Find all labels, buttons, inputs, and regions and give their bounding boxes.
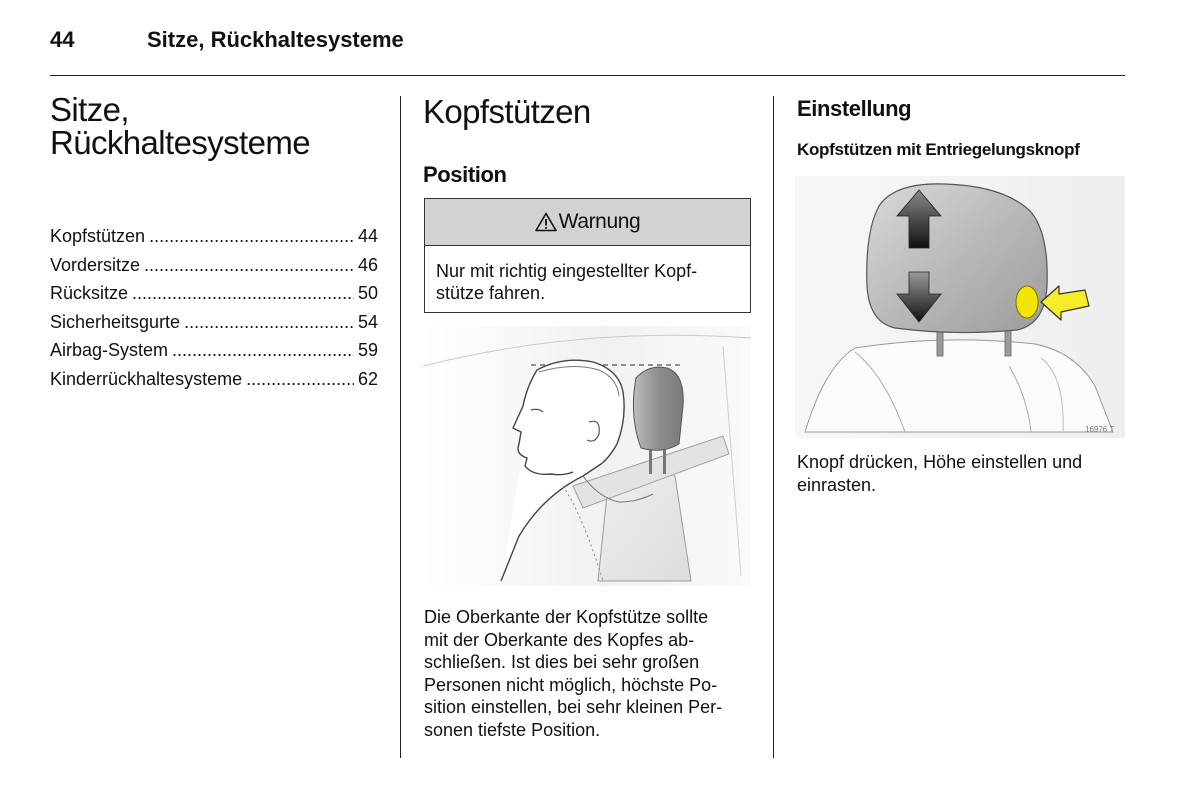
- toc-leader-dots: [184, 308, 354, 337]
- warning-text-line: Nur mit richtig eingestellter Kopf-: [436, 261, 698, 281]
- toc-entry-page: 59: [357, 340, 378, 360]
- chapter-title-line1: Sitze,: [50, 91, 130, 128]
- toc-entry-page: 46: [357, 254, 378, 275]
- body-text-line: Die Oberkante der Kopfstütze sollte: [424, 607, 709, 627]
- body-text-line: einrasten.: [797, 474, 877, 495]
- toc-entry-page: 44: [357, 226, 378, 246]
- warning-label: Warnung: [558, 210, 641, 233]
- body-text-line: schließen. Ist dies bei sehr großen: [424, 652, 700, 672]
- body-text-line: Personen nicht möglich, höchste Po-: [424, 674, 718, 695]
- toc-leader-dots: [132, 279, 354, 308]
- section-title: Kopfstützen: [423, 93, 591, 130]
- warning-triangle-icon: [534, 212, 557, 232]
- warning-text-line: stütze fahren.: [436, 283, 546, 303]
- warning-text: Nur mit richtig eingestellter Kopf- stüt…: [436, 260, 741, 304]
- toc-entry[interactable]: Kopfstützen 44: [50, 222, 378, 251]
- toc-entry-page: 62: [357, 368, 378, 389]
- toc-entry[interactable]: Airbag-System 59: [50, 336, 378, 365]
- column-divider-right: [773, 96, 774, 758]
- subsection-title-einstellung: Einstellung: [797, 96, 912, 121]
- toc-entry-title: Rücksitze: [50, 283, 129, 303]
- toc-leader-dots: [149, 222, 354, 251]
- warning-header: Warnung: [425, 199, 750, 246]
- toc-entry-page: 50: [357, 283, 378, 303]
- toc-leader-dots: [246, 365, 354, 394]
- toc-leader-dots: [144, 251, 354, 280]
- subsubsection-title: Kopfstützen mit Entriegelungsknopf: [797, 140, 1080, 159]
- body-text-line: Knopf drücken, Höhe einstellen und: [797, 452, 1083, 472]
- header-rule: [50, 75, 1125, 76]
- toc-leader-dots: [172, 336, 354, 365]
- table-of-contents: Kopfstützen44 Vordersitze46 Rücksitze50 …: [50, 222, 378, 393]
- body-text-line: mit der Oberkante des Kopfes ab-: [424, 629, 695, 650]
- page-number: 44: [50, 27, 75, 52]
- warning-box: Warnung Nur mit richtig eingestellter Ko…: [424, 198, 751, 313]
- subsection-title-position: Position: [423, 162, 507, 187]
- toc-entry[interactable]: Sicherheitsgurte 54: [50, 308, 378, 337]
- toc-entry-title: Sicherheitsgurte: [50, 311, 181, 332]
- toc-entry-page: 54: [357, 311, 378, 332]
- toc-entry-title: Airbag-System: [50, 340, 169, 360]
- body-text-einstellung: Knopf drücken, Höhe einstellen und einra…: [797, 451, 1127, 496]
- toc-entry[interactable]: Vordersitze 46: [50, 251, 378, 280]
- column-divider-left: [400, 96, 401, 758]
- toc-entry-title: Vordersitze: [50, 254, 141, 275]
- toc-entry[interactable]: Rücksitze 50: [50, 279, 378, 308]
- body-text-line: sition einstellen, bei sehr kleinen Per-: [424, 697, 723, 717]
- image-code: 16976 T: [1085, 425, 1114, 434]
- driver-headrest-position-illustration: [422, 326, 752, 586]
- toc-entry-title: Kinderrückhaltesysteme: [50, 368, 243, 389]
- body-text-line: sonen tiefste Position.: [424, 719, 601, 740]
- chapter-title: Sitze, Rückhaltesysteme: [50, 93, 390, 159]
- body-text-position: Die Oberkante der Kopfstütze sollte mit …: [424, 606, 754, 741]
- headrest-release-button-illustration: 16976 T: [795, 176, 1125, 438]
- toc-entry-title: Kopfstützen: [50, 226, 146, 246]
- toc-entry[interactable]: Kinderrückhaltesysteme 62: [50, 365, 378, 394]
- running-title: Sitze, Rückhaltesysteme: [147, 27, 404, 52]
- chapter-title-line2: Rückhaltesysteme: [50, 124, 311, 161]
